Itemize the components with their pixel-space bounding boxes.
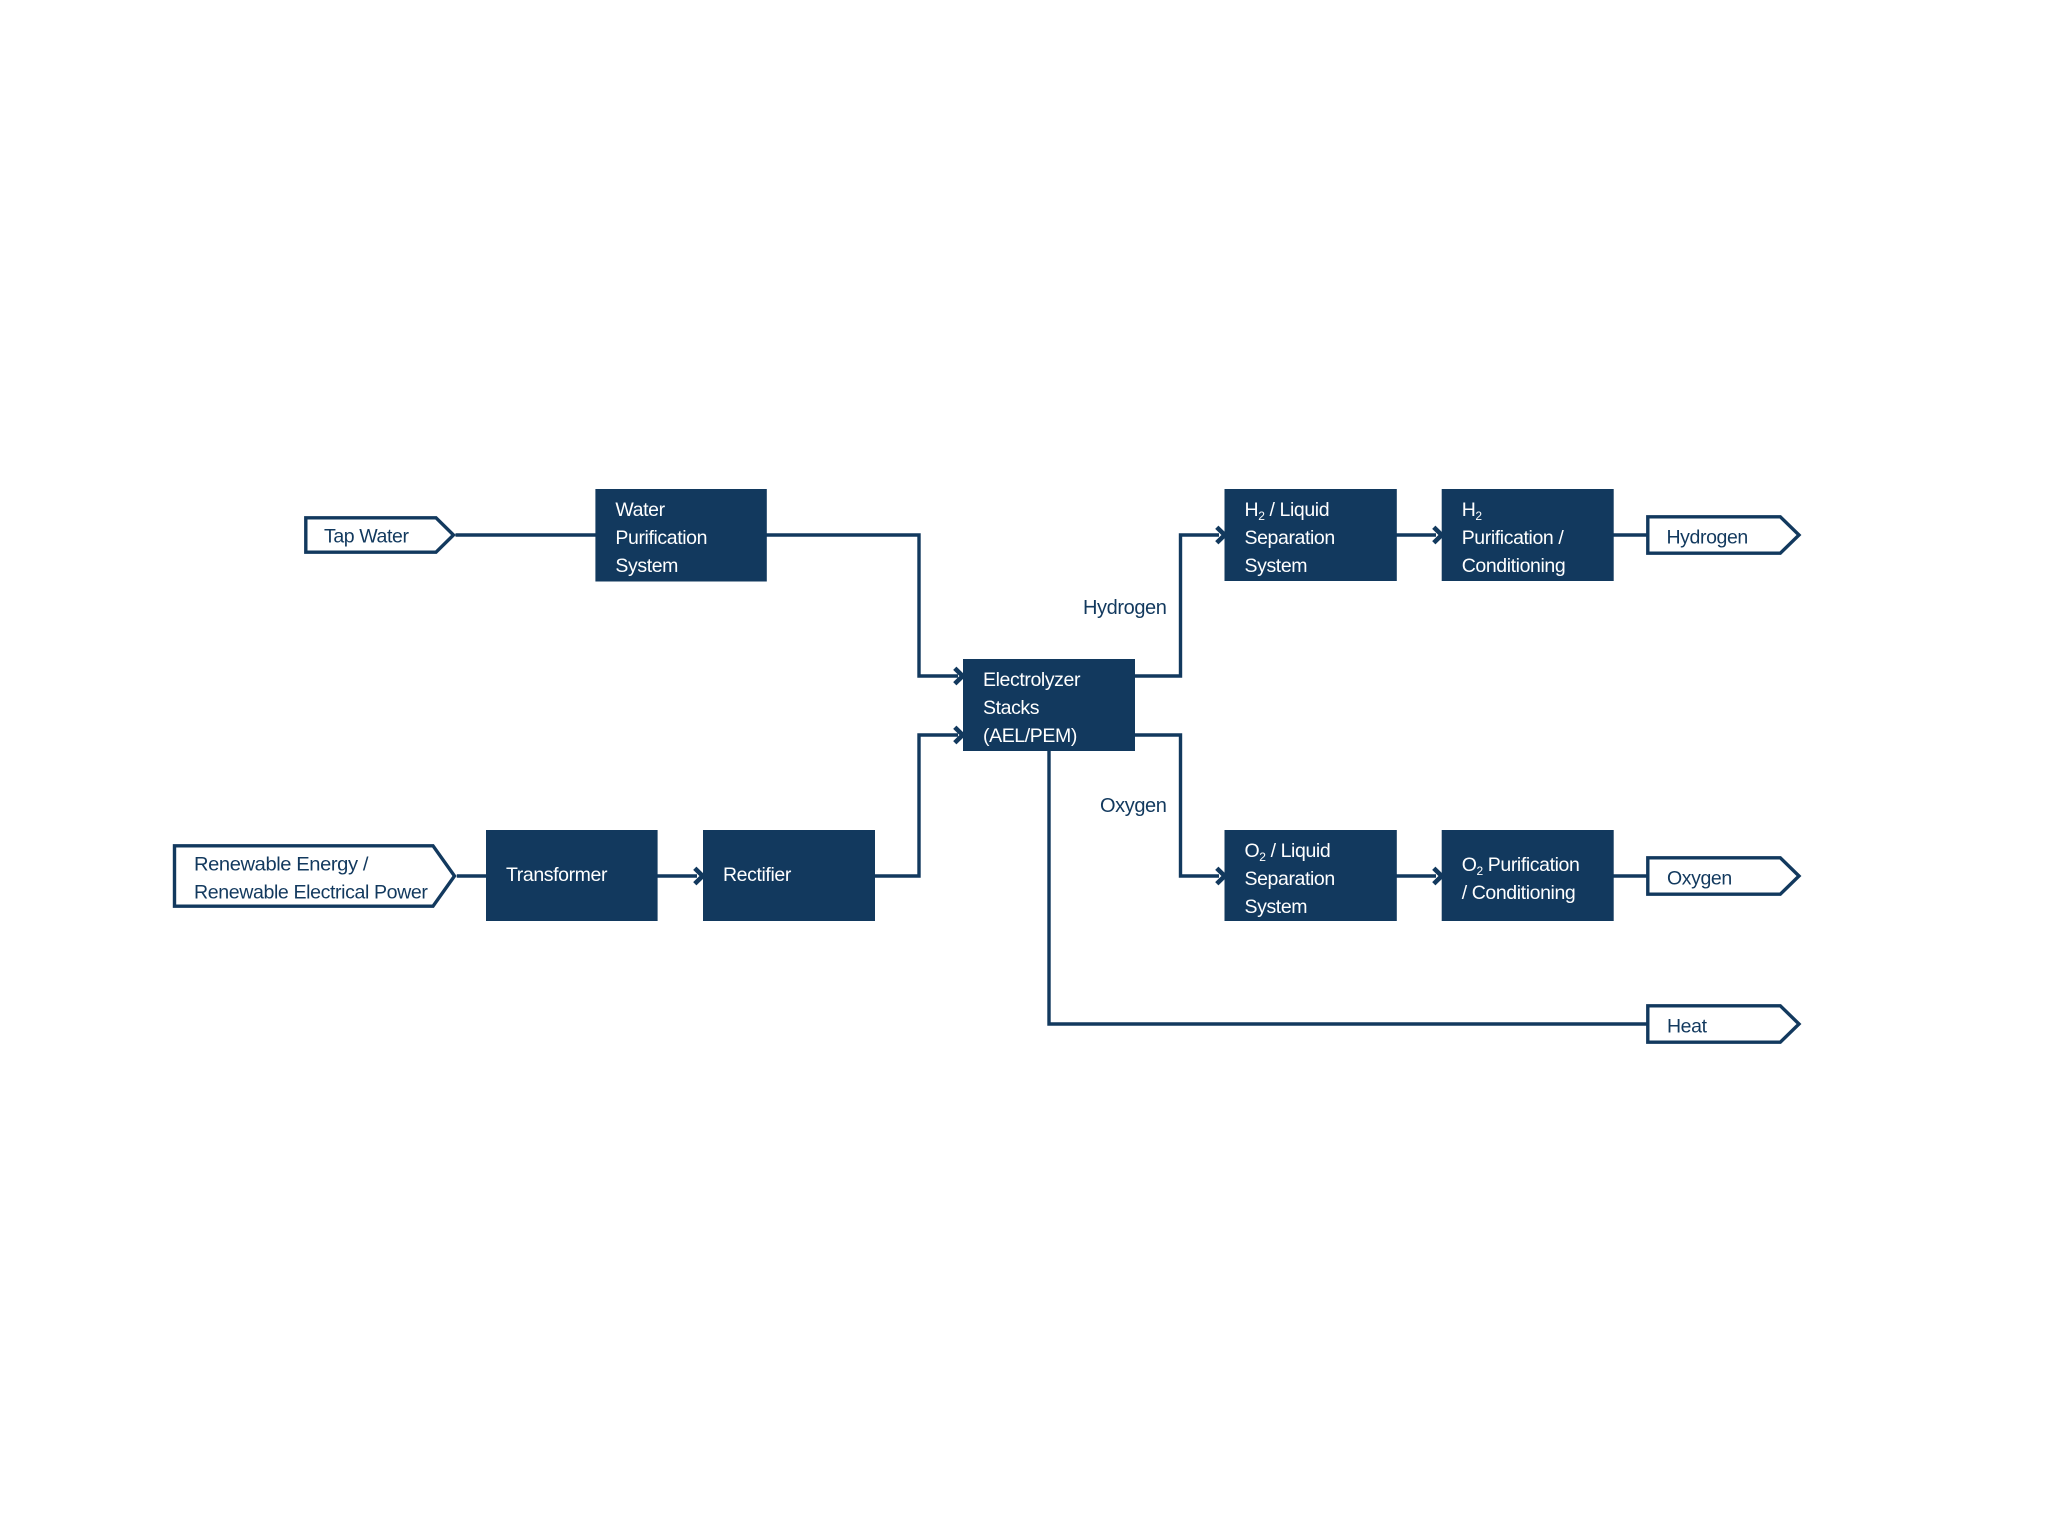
svg-text:/ Conditioning: / Conditioning	[1462, 882, 1576, 904]
svg-text:H2 / Liquid: H2 / Liquid	[1245, 499, 1330, 523]
svg-text:Hydrogen: Hydrogen	[1083, 597, 1167, 619]
svg-text:System: System	[1245, 555, 1308, 577]
svg-text:Tap Water: Tap Water	[324, 525, 409, 547]
svg-text:Oxygen: Oxygen	[1667, 867, 1732, 889]
svg-text:Separation: Separation	[1245, 868, 1335, 890]
svg-text:Renewable Electrical Power: Renewable Electrical Power	[194, 882, 428, 904]
svg-text:Renewable Energy /: Renewable Energy /	[194, 854, 369, 876]
svg-text:Stacks: Stacks	[983, 697, 1040, 719]
svg-text:Heat: Heat	[1667, 1015, 1708, 1037]
svg-text:Purification: Purification	[615, 527, 707, 549]
svg-text:System: System	[1245, 896, 1308, 918]
svg-text:Water: Water	[615, 499, 665, 521]
svg-text:Electrolyzer: Electrolyzer	[983, 669, 1081, 691]
svg-text:Conditioning: Conditioning	[1462, 555, 1566, 577]
svg-text:O2 / Liquid: O2 / Liquid	[1245, 840, 1331, 864]
svg-text:Transformer: Transformer	[506, 864, 608, 886]
svg-text:Rectifier: Rectifier	[723, 864, 792, 886]
svg-text:Separation: Separation	[1245, 527, 1335, 549]
svg-text:Purification /: Purification /	[1462, 527, 1565, 549]
svg-text:Hydrogen: Hydrogen	[1667, 526, 1748, 548]
svg-text:(AEL/PEM): (AEL/PEM)	[983, 725, 1077, 747]
svg-text:System: System	[615, 555, 678, 577]
svg-text:Oxygen: Oxygen	[1100, 795, 1167, 817]
